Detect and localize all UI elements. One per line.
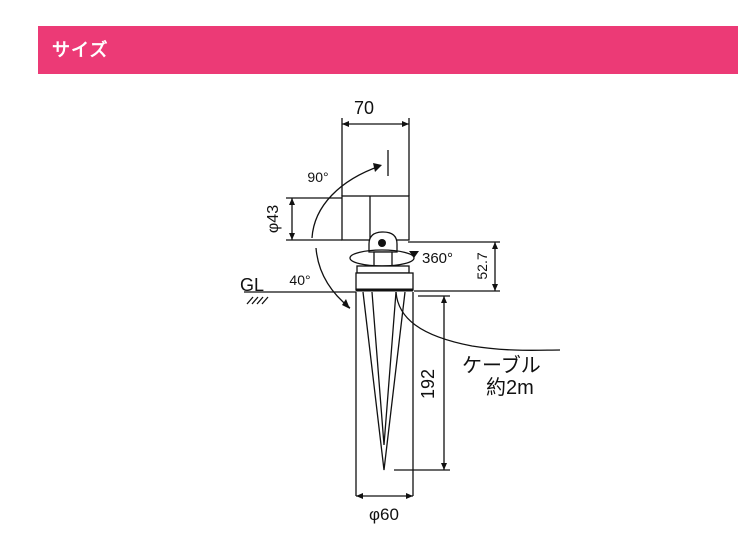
tilt-down-arrow <box>342 299 350 309</box>
ground-hatch-3 <box>256 296 264 305</box>
ground-hatch-1 <box>246 296 254 305</box>
spike-length-arrow-bottom <box>441 463 447 470</box>
swivel-neck <box>373 251 393 267</box>
base-housing <box>355 272 414 291</box>
ground-hatch-2 <box>251 296 259 305</box>
width-arrow-right <box>402 121 409 127</box>
section-header: サイズ <box>38 26 738 74</box>
spike-length-label: 192 <box>418 369 438 399</box>
rotation-label: 360° <box>422 250 453 267</box>
tilt-down-label: 40° <box>289 272 310 288</box>
joint-pivot <box>378 239 386 247</box>
ground-hatch-4 <box>261 296 269 305</box>
spike-rib <box>371 291 397 446</box>
head-diameter-label: φ43 <box>265 205 282 233</box>
joint-height-label: 52.7 <box>474 252 490 279</box>
width-arrow-left <box>342 121 349 127</box>
width-label: 70 <box>354 98 374 118</box>
tilt-down-arc <box>315 247 351 309</box>
cable <box>395 291 561 351</box>
rotation-arrow <box>409 251 419 258</box>
section-title: サイズ <box>52 40 109 60</box>
base-diameter-arrow-right <box>406 493 413 499</box>
ground-spike <box>362 291 406 471</box>
tilt-up-arrow <box>373 163 382 172</box>
joint-height-arrow-bottom <box>492 284 498 291</box>
base-collar <box>356 265 410 274</box>
ground-label: GL <box>240 275 264 295</box>
joint-height-arrow-top <box>492 242 498 249</box>
cable-label-line2: 約2m <box>486 376 534 399</box>
head-diameter-arrow-bottom <box>289 233 295 240</box>
cable-label-line1: ケーブル <box>462 353 541 377</box>
tilt-up-arc <box>311 165 381 239</box>
base-diameter-arrow-left <box>356 493 363 499</box>
tilt-up-label: 90° <box>307 169 328 185</box>
head-diameter-arrow-top <box>289 198 295 205</box>
spike-length-arrow-top <box>441 296 447 303</box>
base-diameter-label: φ60 <box>369 505 399 524</box>
